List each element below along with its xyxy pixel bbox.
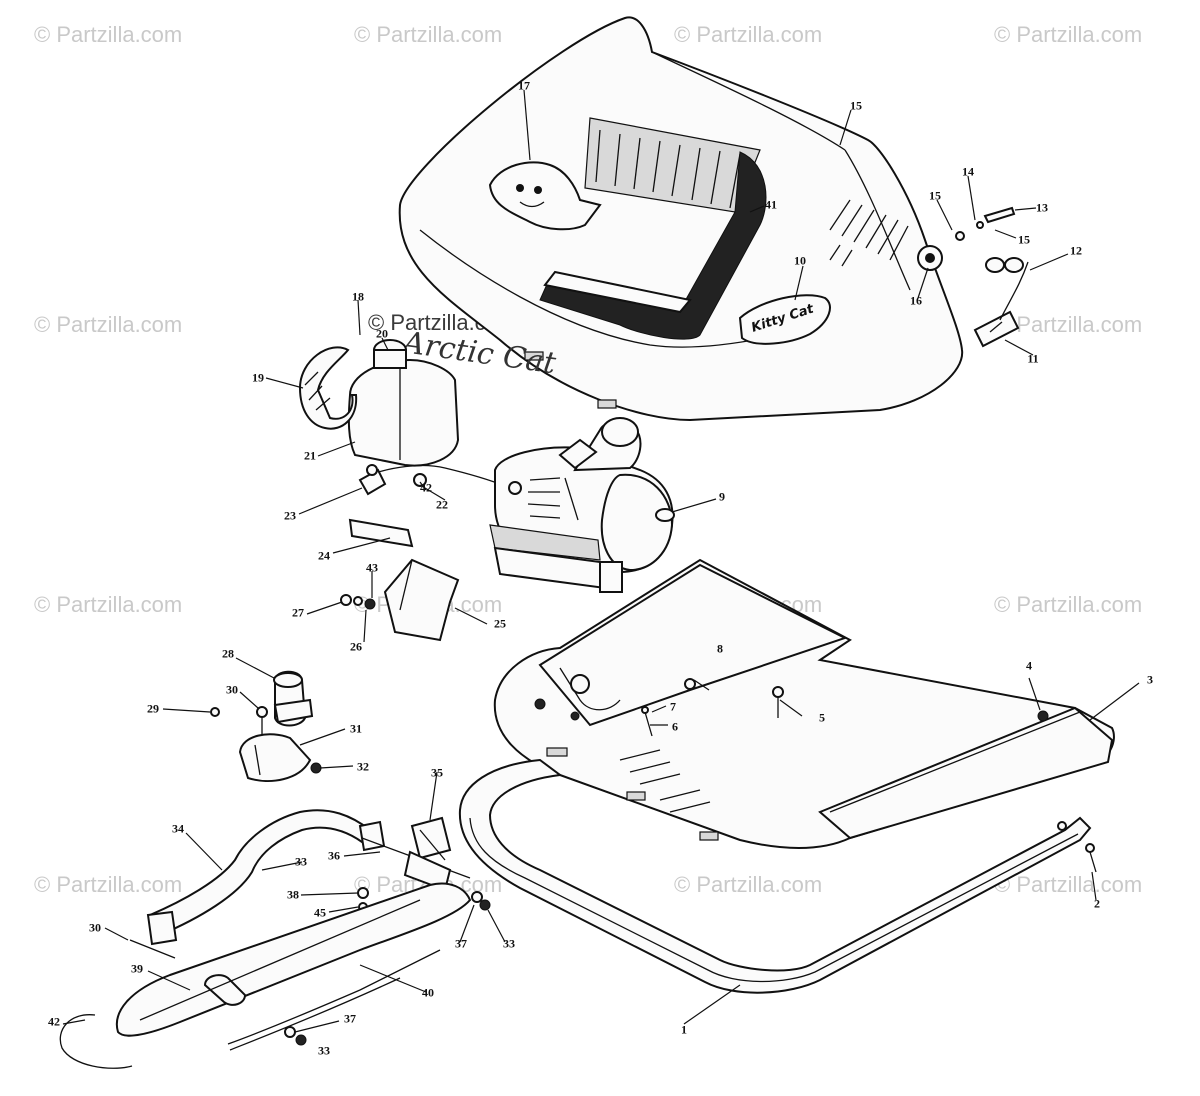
callout-42: 42: [48, 1014, 60, 1029]
callout-27: 26: [350, 639, 362, 654]
ski-loop: [59, 1014, 133, 1069]
callout-24: 23: [284, 508, 296, 523]
callout-19: 18: [352, 289, 364, 304]
callout-12: 12: [1070, 243, 1082, 258]
engine-mount-bracket: [340, 558, 460, 642]
callout-44: 43: [366, 560, 378, 575]
callout-30: 30: [89, 920, 101, 935]
callout-41: 41: [765, 197, 777, 212]
callout-35: 35: [431, 765, 443, 780]
callout-7: 7: [670, 699, 676, 714]
callout-31: 30: [226, 682, 238, 697]
watermark: © Partzilla.com: [34, 872, 183, 897]
callout-15: 15: [1018, 232, 1030, 247]
fuel-line-assembly: [348, 464, 506, 548]
leader-lines: [62, 89, 1140, 1033]
callout-9: 9: [719, 489, 725, 504]
callout-26: 25: [494, 616, 506, 631]
bottom-frame: [458, 758, 1097, 994]
ski-leaf-spring: [146, 809, 386, 946]
hood: [398, 16, 964, 422]
callout-28: 27: [292, 605, 304, 620]
watermark: © Partzilla.com: [994, 592, 1143, 617]
watermark: © Partzilla.com: [994, 872, 1143, 897]
callout-11: 11: [1027, 351, 1039, 366]
callout-21: 20: [376, 326, 388, 341]
callout-1: 1: [681, 1022, 687, 1037]
callout-36: 36: [328, 848, 340, 863]
callout-18: 17: [518, 78, 530, 93]
callout-33: 32: [357, 759, 369, 774]
watermark: © Partzilla.com: [674, 872, 823, 897]
callout-37: 37: [455, 936, 467, 951]
callout-30: 29: [147, 701, 159, 716]
ski: [115, 882, 472, 1051]
watermark: © Partzilla.com: [34, 22, 183, 47]
callout-38: 38: [287, 887, 299, 902]
watermark: © Partzilla.com: [994, 312, 1143, 337]
hood-latch-assembly: [955, 206, 1029, 348]
steering-spindle: [210, 670, 314, 740]
callout-29: 28: [222, 646, 234, 661]
watermark: © Partzilla.com: [354, 22, 503, 47]
callout-33: 33: [295, 854, 307, 869]
callout-34: 34: [172, 821, 184, 836]
callout-23: 22: [436, 497, 448, 512]
callout-8: 8: [717, 641, 723, 656]
callout-43: 42: [420, 480, 432, 495]
callout-45: 45: [314, 905, 326, 920]
callout-20: 19: [252, 370, 264, 385]
chassis-pan: [493, 558, 1115, 849]
watermark: © Partzilla.com: [34, 312, 183, 337]
callout-2: 2: [1094, 896, 1100, 911]
callout-25: 24: [318, 548, 330, 563]
callout-39: 39: [131, 961, 143, 976]
callout-16: 15: [850, 98, 862, 113]
callout-5: 5: [819, 710, 825, 725]
watermark: © Partzilla.com: [994, 22, 1143, 47]
callout-15: 15: [929, 188, 941, 203]
callout-14: 14: [962, 164, 974, 179]
callout-22: 21: [304, 448, 316, 463]
callout-10: 10: [794, 253, 806, 268]
callout-6: 6: [672, 719, 678, 734]
callout-33: 33: [318, 1043, 330, 1058]
callout-33: 33: [503, 936, 515, 951]
callout-3: 3: [1147, 672, 1153, 687]
callout-13: 13: [1036, 200, 1048, 215]
callout-40: 40: [422, 985, 434, 1000]
ski-saddle: [238, 733, 322, 782]
ski-bolt-assembly: [357, 816, 491, 930]
fuel-tank-assembly: [298, 339, 460, 467]
watermark: © Partzilla.com: [34, 592, 183, 617]
watermark: © Partzilla.com: [674, 22, 823, 47]
callout-32: 31: [350, 721, 362, 736]
callout-4: 4: [1026, 658, 1032, 673]
engine: [489, 417, 675, 593]
callout-17: 16: [910, 293, 922, 308]
callout-37: 37: [344, 1011, 356, 1026]
